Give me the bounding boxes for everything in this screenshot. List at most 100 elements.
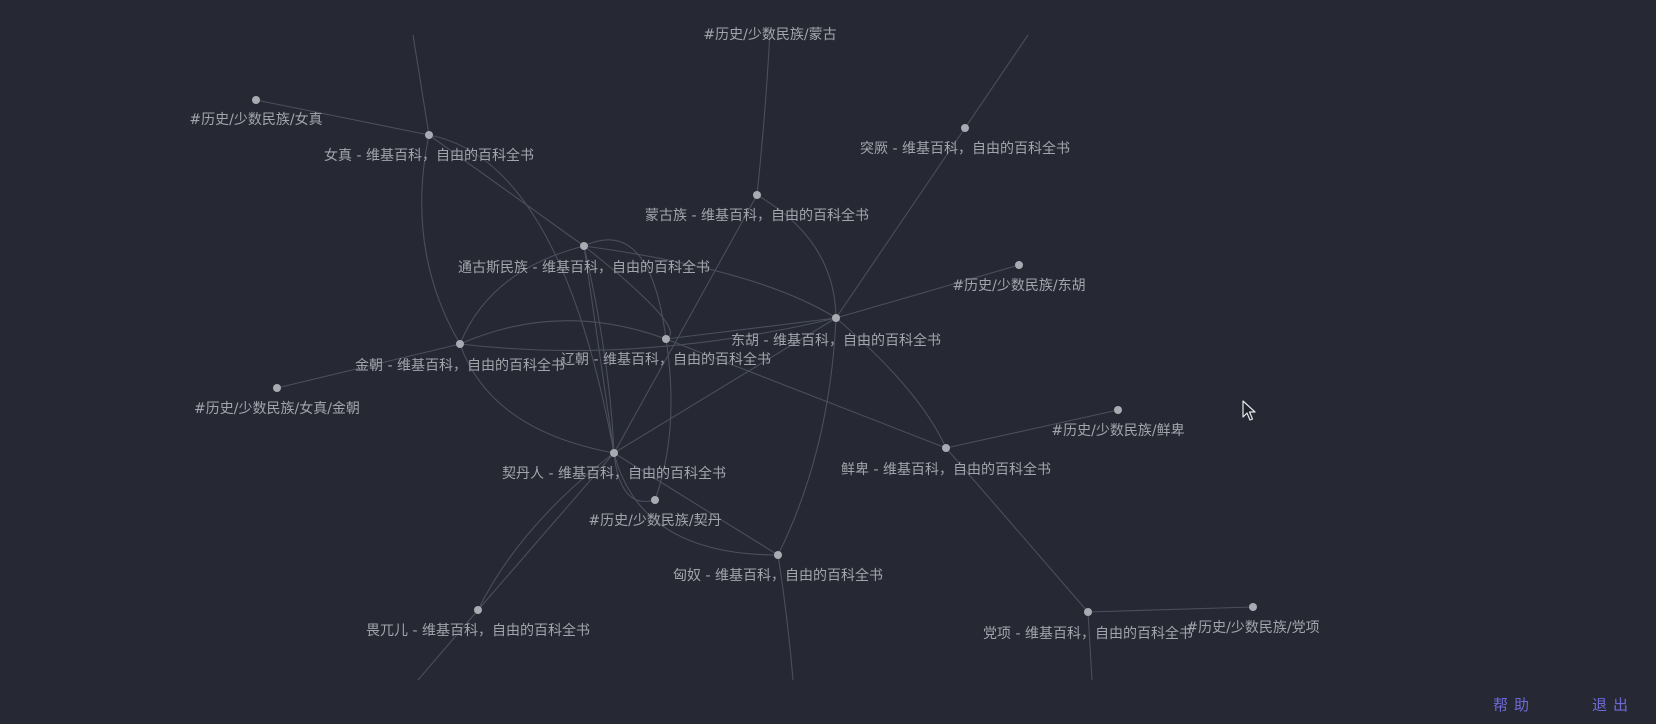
graph-node-tujue[interactable]: 突厥 - 维基百科，自由的百科全书 [860,124,1070,157]
node-label: 突厥 - 维基百科，自由的百科全书 [860,140,1070,157]
graph-edge [777,317,837,556]
graph-edge [613,194,758,454]
mouse-cursor-icon [1242,400,1256,421]
graph-edge [583,245,615,454]
node-dot[interactable] [474,606,482,614]
graph-edge [756,194,837,319]
graph-edge [583,245,671,340]
node-dot[interactable] [580,242,588,250]
graph-edge [665,338,947,449]
node-label: 党项 - 维基百科，自由的百科全书 [983,625,1193,642]
graph-node-menggu[interactable]: 蒙古族 - 维基百科，自由的百科全书 [645,191,869,224]
graph-edge [835,127,966,319]
graph-edge [477,452,615,611]
graph-node-qidan-tag[interactable]: #历史/少数民族/契丹 [588,496,722,529]
graph-edge [459,343,615,454]
graph-nodes[interactable]: #历史/少数民族/蒙古 #历史/少数民族/女真 女真 - 维基百科，自由的百科全… [189,27,1319,642]
graph-node-tonggusi[interactable]: 通古斯民族 - 维基百科，自由的百科全书 [458,242,710,276]
graph-edge [421,134,461,345]
graph-edge [412,34,430,136]
graph-edge [583,245,615,454]
graph-edge [613,452,779,556]
node-label: #历史/少数民族/女真/金朝 [194,400,360,417]
graph-node-nvzhen-tag[interactable]: #历史/少数民族/女真 [189,96,323,128]
node-dot[interactable] [1249,603,1257,611]
node-dot[interactable] [273,384,281,392]
footer-bar: 帮助 退出 [0,680,1656,724]
graph-edge [654,338,672,501]
graph-edge [964,34,1029,129]
graph-edge [459,317,837,352]
graph-node-xianbei-tag[interactable]: #历史/少数民族/鲜卑 [1051,406,1185,439]
node-label: #历史/少数民族/蒙古 [703,27,836,43]
knowledge-graph[interactable]: #历史/少数民族/蒙古 #历史/少数民族/女真 女真 - 维基百科，自由的百科全… [0,0,1656,680]
node-dot[interactable] [942,444,950,452]
graph-node-jin-tag[interactable]: #历史/少数民族/女真/金朝 [194,384,360,417]
graph-edge [613,452,779,556]
node-dot[interactable] [753,191,761,199]
graph-edges [255,29,1254,680]
graph-edge [428,134,615,454]
graph-node-xianbei[interactable]: 鲜卑 - 维基百科，自由的百科全书 [841,444,1051,478]
node-label: #历史/少数民族/女真 [189,111,322,128]
node-label: 女真 - 维基百科，自由的百科全书 [324,147,534,164]
graph-edge [613,452,656,502]
graph-node-xiongnu[interactable]: 匈奴 - 维基百科，自由的百科全书 [673,551,883,584]
node-label: 蒙古族 - 维基百科，自由的百科全书 [645,207,869,224]
graph-edge [477,452,615,611]
node-label: 鲜卑 - 维基百科，自由的百科全书 [841,461,1051,478]
node-dot[interactable] [662,335,670,343]
node-label: 东胡 - 维基百科，自由的百科全书 [731,332,941,349]
graph-edge [945,409,1119,449]
node-dot[interactable] [961,124,969,132]
graph-node-nvzhen[interactable]: 女真 - 维基百科，自由的百科全书 [324,131,534,164]
node-label: #历史/少数民族/鲜卑 [1051,422,1184,439]
graph-edge [945,447,1089,613]
node-dot[interactable] [252,96,260,104]
node-label: #历史/少数民族/契丹 [588,513,721,529]
graph-edge [1087,611,1093,680]
graph-node-donghu[interactable]: 东胡 - 维基百科，自由的百科全书 [731,314,941,349]
graph-node-jin[interactable]: 金朝 - 维基百科，自由的百科全书 [355,340,565,374]
graph-node-weiwuer[interactable]: 畏兀儿 - 维基百科，自由的百科全书 [366,606,590,639]
node-label: #历史/少数民族/东胡 [952,278,1085,294]
graph-edge [417,609,479,680]
node-label: #历史/少数民族/党项 [1186,620,1319,636]
node-dot[interactable] [1015,261,1023,269]
graph-node-qidan[interactable]: 契丹人 - 维基百科，自由的百科全书 [502,449,726,482]
node-dot[interactable] [1114,406,1122,414]
graph-edge [613,317,837,454]
node-dot[interactable] [774,551,782,559]
graph-edge [756,29,771,196]
graph-node-dangxiang-tag[interactable]: #历史/少数民族/党项 [1186,603,1320,636]
graph-edge [459,320,667,345]
graph-edge [428,134,585,247]
node-dot[interactable] [456,340,464,348]
graph-node-donghu-tag[interactable]: #历史/少数民族/东胡 [952,261,1086,294]
graph-edge [835,317,947,449]
graph-edge [255,99,430,136]
node-label: 金朝 - 维基百科，自由的百科全书 [355,357,565,374]
node-label: 通古斯民族 - 维基百科，自由的百科全书 [458,259,710,276]
graph-edge [777,554,794,680]
node-dot[interactable] [610,449,618,457]
graph-edge [583,245,837,319]
node-label: 畏兀儿 - 维基百科，自由的百科全书 [366,622,590,639]
graph-edge [583,239,667,340]
graph-edge [276,343,461,389]
exit-button[interactable]: 退出 [1592,696,1635,714]
node-label: 匈奴 - 维基百科，自由的百科全书 [673,567,883,584]
node-dot[interactable] [425,131,433,139]
node-dot[interactable] [832,314,840,322]
graph-edge [665,317,837,340]
graph-node-liao[interactable]: 辽朝 - 维基百科，自由的百科全书 [561,335,771,368]
graph-edge [1087,606,1254,613]
help-button[interactable]: 帮助 [1493,696,1536,714]
graph-node-mongol-tag[interactable]: #历史/少数民族/蒙古 [703,27,836,43]
node-dot[interactable] [1084,608,1092,616]
node-label: 契丹人 - 维基百科，自由的百科全书 [502,465,726,482]
node-label: 辽朝 - 维基百科，自由的百科全书 [561,351,771,368]
graph-node-dangxiang[interactable]: 党项 - 维基百科，自由的百科全书 [983,608,1193,642]
graph-canvas[interactable]: #历史/少数民族/蒙古 #历史/少数民族/女真 女真 - 维基百科，自由的百科全… [0,0,1656,680]
node-dot[interactable] [651,496,659,504]
